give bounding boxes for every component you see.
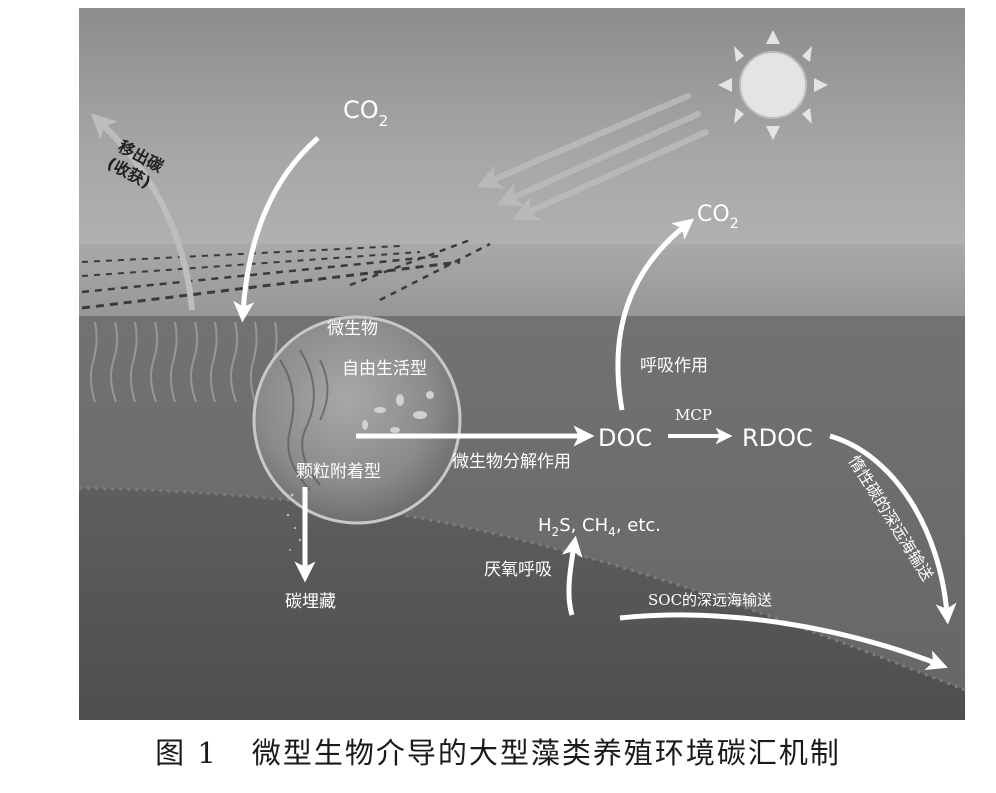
respiration-label: 呼吸作用 [640,356,708,376]
anaerobic-label: 厌氧呼吸 [484,560,552,580]
co2-input-label: CO2 [343,96,388,130]
mcp-label: MCP [675,406,712,424]
seabed-sediment [79,488,965,720]
sinking-particles [286,493,302,551]
sunlight-rays [476,93,709,221]
microbes-label: 微生物 [327,319,378,339]
decomposition-label: 微生物分解作用 [452,452,571,472]
carbon-sink-diagram: 移出碳 (收获) CO2 微生物 自由生活型 颗粒附着型 微生物分解作用 DOC… [78,8,966,720]
free-living-label: 自由生活型 [342,359,427,379]
co2-absorption-arrow [233,136,320,323]
rdoc-transport-arrow [829,433,957,625]
gases-label: H2S, CH4, etc. [538,515,661,539]
rdoc-label: RDOC [742,424,813,452]
sky-background [79,8,965,244]
figure-caption: 图 1 微型生物介导的大型藻类养殖环境碳汇机制 [0,727,996,779]
respiration-arrow [615,218,695,411]
figure-title: 微型生物介导的大型藻类养殖环境碳汇机制 [251,736,841,770]
harvest-arrow [90,113,195,311]
doc-label: DOC [598,424,652,452]
particle-attached-label: 颗粒附着型 [296,462,381,482]
sea-surface [79,244,965,316]
soc-transport-arrow [619,612,948,671]
carbon-burial-label: 碳埋藏 [285,592,336,612]
microbe-bubble [252,315,462,525]
co2-output-label: CO2 [697,202,739,232]
figure-number: 图 1 [155,736,218,770]
sun-icon [718,30,828,140]
soc-transport-label: SOC的深远海输送 [648,591,772,609]
seabed-surface-line [78,486,966,692]
anaerobic-arrow [561,535,583,616]
